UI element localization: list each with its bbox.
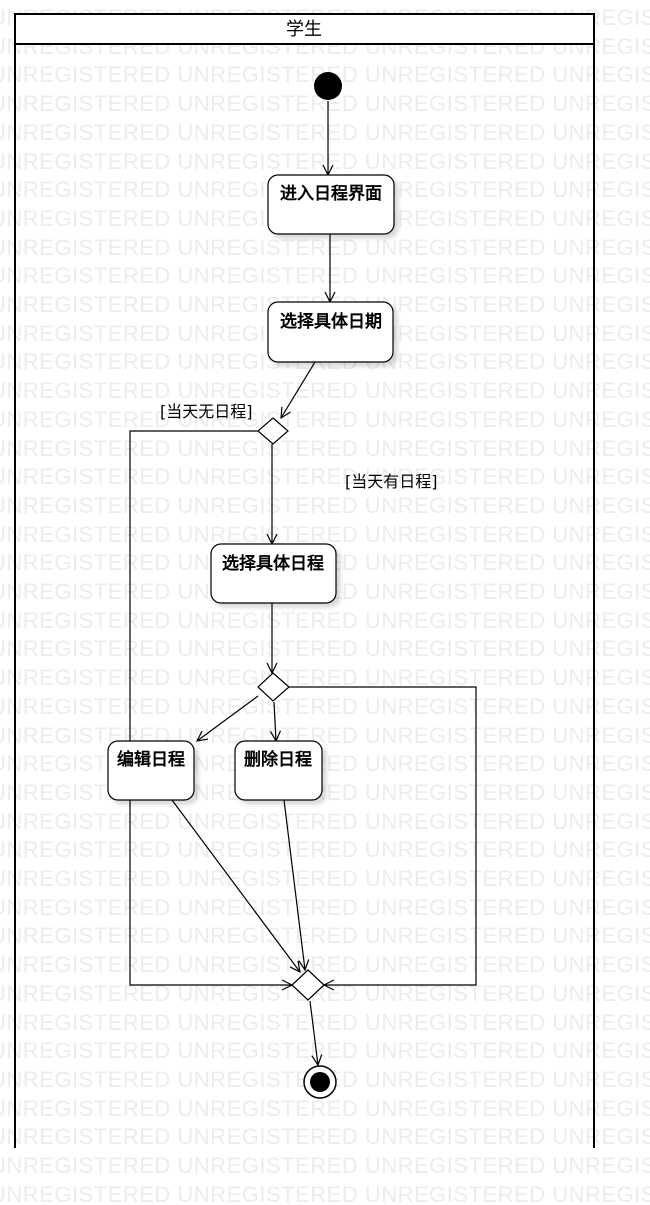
action-select-date: 选择具体日期	[267, 301, 394, 363]
swimlane: 学生	[14, 13, 595, 1148]
swimlane-header	[14, 13, 595, 45]
edge-edit-to-merge	[171, 799, 300, 972]
edge-fork-to-merge	[289, 686, 477, 985]
action-delete-schedule-label: 删除日程	[244, 749, 312, 770]
action-delete-schedule: 删除日程	[234, 740, 323, 801]
edge-merge-to-final	[309, 1000, 318, 1065]
edge-select-date-to-decision	[281, 361, 316, 418]
edges	[129, 101, 477, 1065]
decision-edit-or-delete	[257, 672, 290, 702]
action-enter-schedule: 进入日程界面	[267, 174, 395, 235]
initial-node	[314, 72, 342, 100]
edge-fork-to-delete	[274, 701, 276, 741]
merge-node	[291, 969, 325, 1001]
edge-delete-to-merge	[283, 799, 305, 970]
final-node	[303, 1065, 337, 1099]
action-edit-schedule-label: 编辑日程	[117, 749, 185, 770]
action-select-date-label: 选择具体日期	[280, 311, 382, 332]
action-select-schedule-label: 选择具体日程	[222, 553, 324, 574]
guard-has-schedule: [当天有日程]	[345, 472, 438, 491]
action-select-schedule: 选择具体日程	[210, 543, 337, 604]
edge-no-schedule-to-merge	[129, 430, 292, 985]
action-enter-schedule-label: 进入日程界面	[280, 184, 382, 204]
edge-fork-to-edit	[197, 695, 259, 741]
guard-no-schedule: [当天无日程]	[160, 402, 253, 421]
swimlane-title: 学生	[286, 19, 322, 40]
decision-has-schedule	[257, 417, 289, 445]
action-edit-schedule: 编辑日程	[107, 740, 195, 801]
